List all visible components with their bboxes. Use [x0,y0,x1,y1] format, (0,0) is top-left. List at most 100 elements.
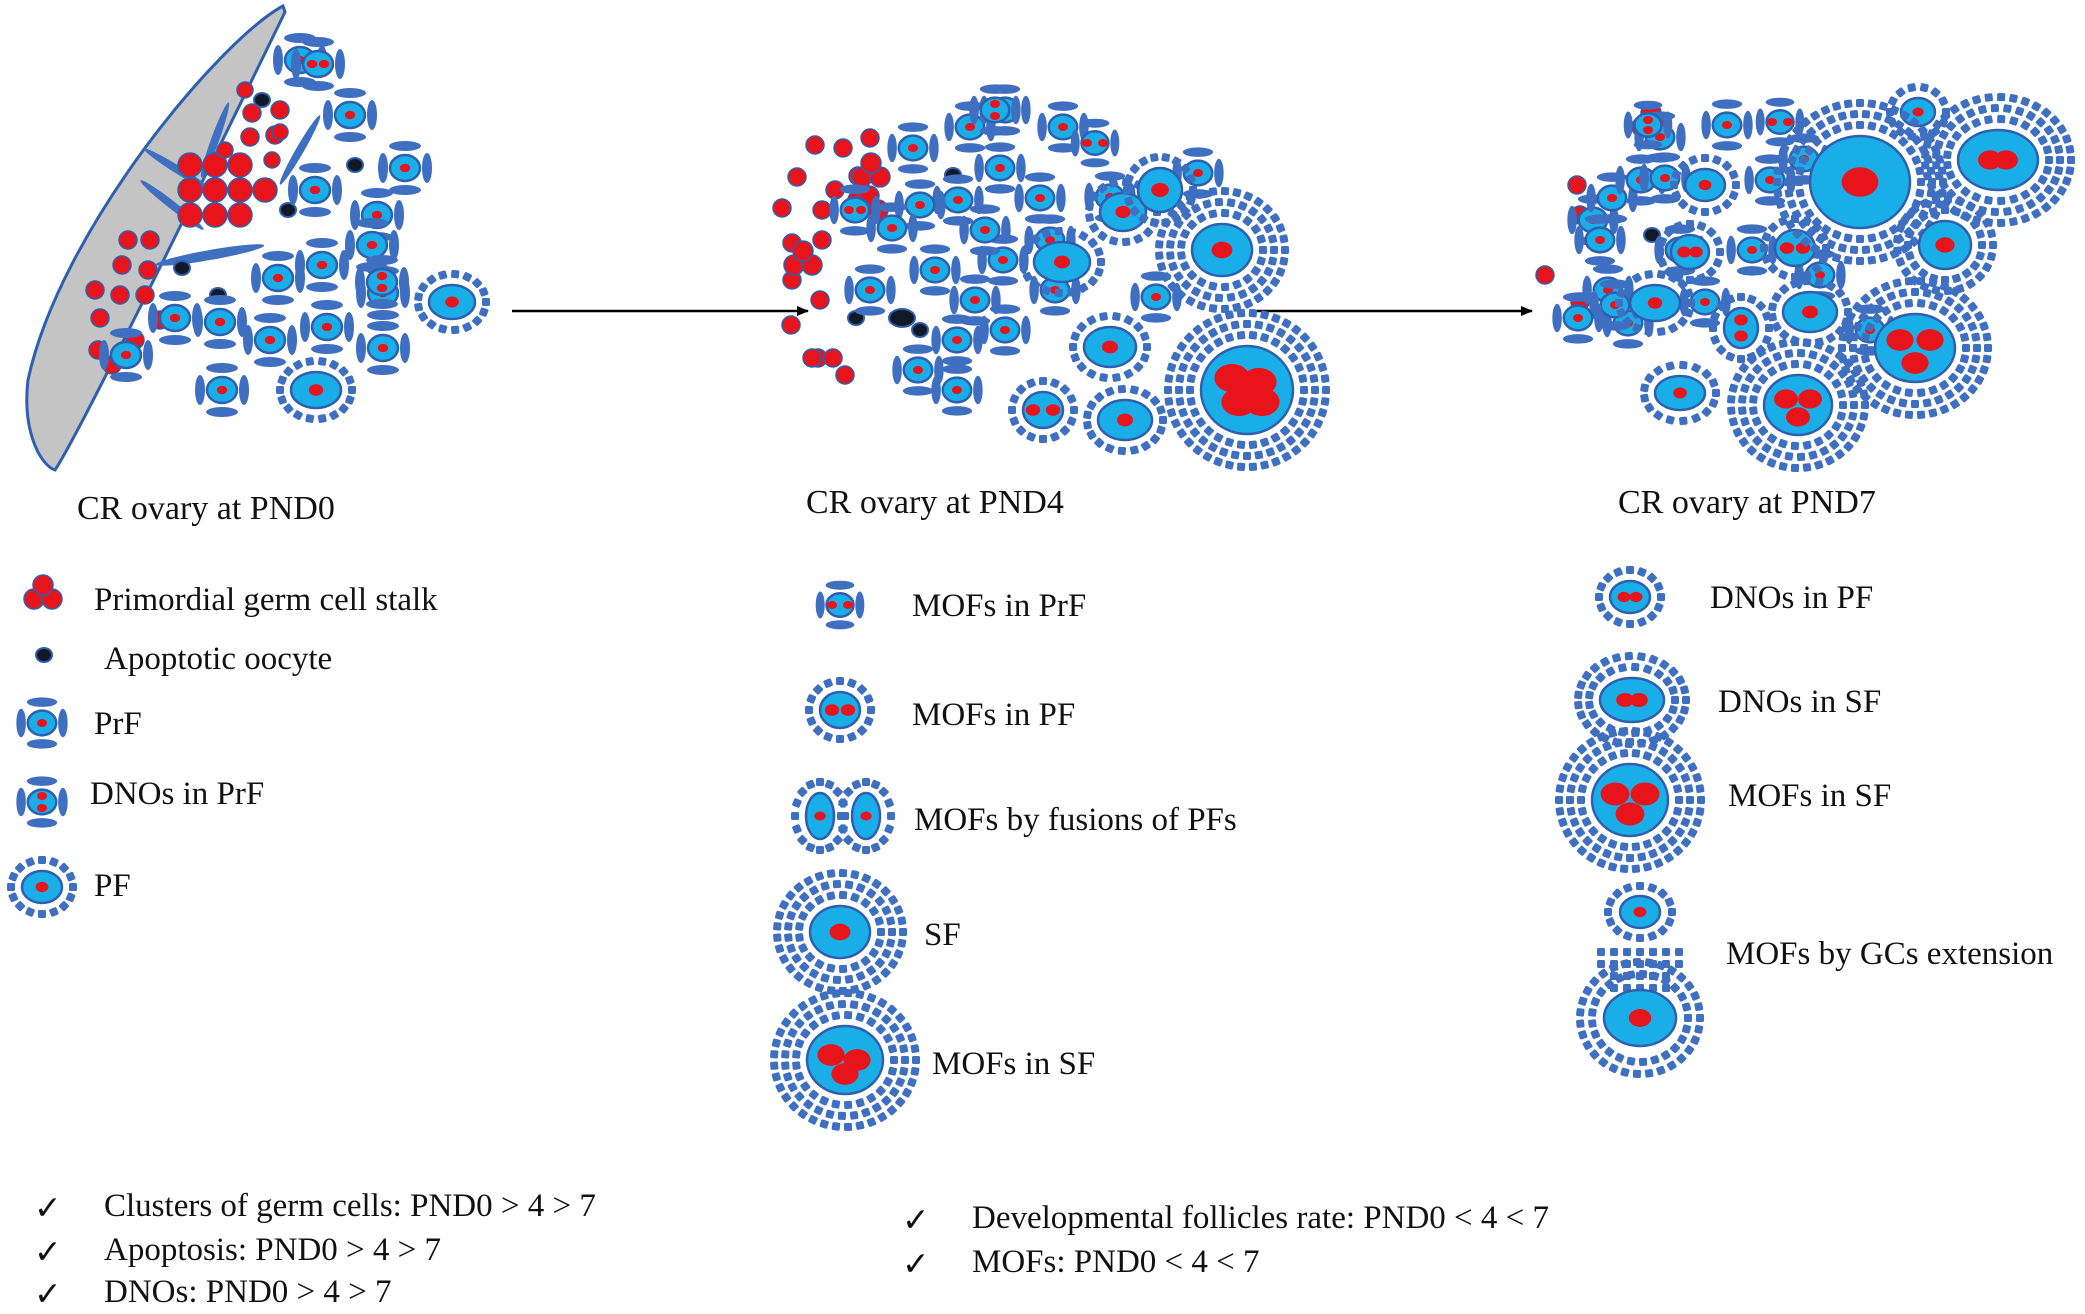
primary-follicle [1640,360,1720,426]
germ-cell [202,152,228,178]
germ-cell [85,280,105,300]
germ-cell [812,230,832,250]
legend-label-mofs-fusion-pfs: MOFs by fusions of PFs [914,802,1237,838]
legend-label-germ-cell-stalk: Primordial germ cell stalk [94,582,438,618]
ovary-pnd7-panel [1535,83,2075,473]
legend-label-dnos-in-sf: DNOs in SF [1718,684,1882,720]
stromal-cell [279,115,321,185]
legend-label-mofs-in-sf: MOFs in SF [932,1046,1096,1082]
germ-cell [1567,175,1587,195]
germ-cell [833,138,853,158]
secondary-follicle-icon [773,868,907,996]
germ-cell [112,255,132,275]
dno-primordial-follicle [969,84,1021,136]
germ-cell [140,230,160,250]
primary-follicle [1670,154,1740,216]
germ-cell [177,202,203,228]
dno-primordial-follicle-icon [16,776,68,828]
germ-cell-cluster [23,574,63,610]
summary-dnos: DNOs: PND0 > 4 > 7 [104,1274,392,1310]
germ-cell [135,285,155,305]
primordial-follicle [1574,214,1626,266]
mof-primary-follicle [1709,293,1773,363]
caption-pnd7: CR ovary at PND7 [1618,484,1876,521]
primordial-follicle [1701,99,1753,151]
caption-pnd4: CR ovary at PND4 [806,484,1064,521]
secondary-follicle [1893,194,1997,296]
germ-cell [118,230,138,250]
germ-cell [252,177,278,203]
legend-label-prf: PrF [94,706,142,742]
secondary-follicle [1773,99,1947,265]
germ-cell [240,127,260,147]
summary-check-5: ✓ [902,1247,930,1283]
primordial-follicle [974,142,1026,194]
mof-primordial-follicle [1755,97,1805,147]
legend-label-sf: SF [924,917,961,953]
legend-label-mofs-in-sf-7: MOFs in SF [1728,778,1892,814]
germ-cell-cluster [783,240,823,276]
mof-fused-primary-follicles-icon [837,778,895,854]
germ-cell [812,200,832,220]
summary-development-rate: Developmental follicles rate: PND0 < 4 <… [972,1200,1550,1236]
germ-cell [805,135,825,155]
primordial-follicle [99,328,153,382]
legend-label-dnos-in-pf: DNOs in PF [1710,580,1874,616]
legend-label-mofs-in-pf: MOFs in PF [912,697,1076,733]
germ-cell [787,167,807,187]
primary-follicle [1083,384,1167,456]
summary-check-1: ✓ [34,1191,62,1227]
germ-cell [860,152,882,174]
dno-primordial-follicle [1623,100,1673,150]
germ-cell [860,128,880,148]
primordial-follicle [959,204,1011,256]
germ-cell [177,152,203,178]
germ-cell [177,177,203,203]
primordial-follicle-icon [16,697,68,749]
primary-follicle [1069,312,1151,382]
primordial-follicle [866,202,918,254]
germ-cell [772,198,792,218]
primary-follicle-icon [7,856,77,918]
summary-clusters: Clusters of germ cells: PND0 > 4 > 7 [104,1188,596,1224]
germ-cell [1535,265,1555,285]
primary-follicle [1615,270,1695,336]
apoptotic-oocyte [1643,227,1661,243]
mof-triple-secondary-follicle-icon [1555,727,1705,873]
primary-follicle [276,357,356,423]
primary-follicle [414,269,490,335]
germ-cell [263,151,281,169]
germ-cell [138,260,158,280]
germ-cell [227,152,253,178]
germ-cell [236,81,254,99]
apoptotic-oocyte [35,647,53,663]
summary-check-4: ✓ [902,1203,930,1239]
primordial-follicle [887,122,939,174]
primordial-follicle [1037,101,1089,153]
caption-pnd0: CR ovary at PND0 [77,490,335,527]
primordial-follicle [356,321,410,375]
summary-mofs: MOFs: PND0 < 4 < 7 [972,1244,1260,1280]
legend-label-mofs-in-prf: MOFs in PrF [912,588,1087,624]
germ-cell-cluster [851,152,891,188]
primordial-follicle [1130,271,1182,323]
mof-secondary-follicle [1838,277,1992,419]
dno-primary-follicle-icon [1595,566,1665,628]
legend-label-pf: PF [94,868,131,904]
primordial-follicle [1726,224,1778,276]
primordial-follicle [323,88,377,142]
dno-primordial-follicle [291,37,345,91]
germ-cell [835,365,855,385]
primordial-follicle [931,364,983,416]
primordial-follicle [300,300,354,354]
summary-check-2: ✓ [34,1235,62,1271]
primordial-follicle [909,244,961,296]
apoptotic-oocyte [279,202,297,218]
dno-primordial-follicle [829,184,881,236]
secondary-follicle [1155,186,1289,314]
germ-cell [32,574,54,596]
germ-cell [802,348,822,368]
germ-cell [792,240,814,262]
